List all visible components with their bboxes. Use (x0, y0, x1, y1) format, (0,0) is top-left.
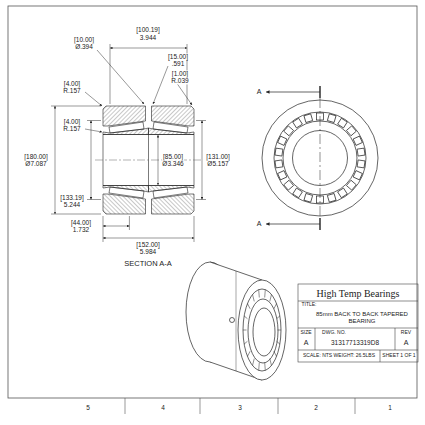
roller (284, 126, 294, 136)
roller (247, 351, 250, 356)
dimension-text: Ø5.157 (206, 160, 229, 167)
roller (278, 136, 287, 145)
dimension-text: R.157 (62, 87, 81, 94)
dimension-text: R.157 (62, 125, 81, 132)
dimension-text: 5.984 (139, 248, 157, 255)
view-title: SECTION A-A (123, 260, 173, 268)
drawing-title: 85mm BACK TO BACK TAPERED BEARING (313, 311, 411, 324)
dimension-text: Ø3.346 (161, 160, 184, 167)
roller (270, 294, 272, 301)
roller (244, 341, 247, 344)
dimension-text: .591 (171, 60, 186, 67)
roller (338, 118, 348, 128)
zone-number: 2 (313, 404, 319, 411)
dimension-text: [100.19] (135, 26, 161, 33)
roller (275, 160, 283, 168)
roller (357, 148, 365, 156)
roller (253, 294, 255, 301)
roller (244, 316, 247, 319)
revision-value: A (403, 339, 410, 347)
roller (293, 188, 303, 198)
field-label: TITLE: (300, 302, 317, 308)
roller (327, 114, 336, 123)
zone-number: 5 (85, 404, 91, 411)
roller (278, 171, 287, 180)
section-mark: A (256, 88, 263, 96)
roller (277, 341, 280, 344)
roller (346, 180, 356, 190)
roller (264, 290, 266, 298)
zone-number: 4 (160, 404, 166, 411)
roller (277, 316, 280, 319)
roller (304, 114, 313, 123)
roller (247, 304, 250, 309)
field-label: SIZE (299, 330, 312, 336)
roller (264, 362, 266, 370)
size-value: A (303, 339, 310, 347)
dimension-text: 5.244 (63, 201, 81, 208)
roller (304, 193, 313, 202)
roller (243, 330, 247, 331)
section-mark: A (256, 220, 263, 228)
dimension-text: Ø.394 (74, 43, 94, 50)
roller (346, 126, 356, 136)
roller (353, 136, 362, 145)
roller (270, 359, 272, 366)
sheet-number: SHEET 1 OF 1 (381, 353, 416, 359)
zone-number: 3 (237, 404, 243, 411)
roller (258, 290, 260, 298)
roller (274, 304, 277, 309)
roller (253, 359, 255, 366)
dimension-text: 3.944 (139, 34, 157, 41)
roller (275, 148, 283, 156)
roller (274, 351, 277, 356)
roller (357, 160, 365, 168)
zone-number: 1 (387, 404, 393, 411)
dimension-text: 1.732 (72, 226, 90, 233)
field-label: DWG. NO. (321, 330, 347, 336)
roller (258, 362, 260, 370)
roller (327, 193, 336, 202)
scale-weight: SCALE: NTS WEIGHT: 26.5LBS (302, 353, 376, 359)
dimension-text: Ø7.087 (24, 160, 47, 167)
field-label: REV (400, 330, 412, 336)
roller (353, 171, 362, 180)
roller (284, 180, 294, 190)
company-name: High Temp Bearings (316, 287, 401, 298)
roller (338, 188, 348, 198)
dimension-text: R.039 (170, 77, 189, 84)
roller (293, 118, 303, 128)
drawing-number: 31317713319D8 (330, 339, 380, 346)
roller (278, 330, 282, 331)
